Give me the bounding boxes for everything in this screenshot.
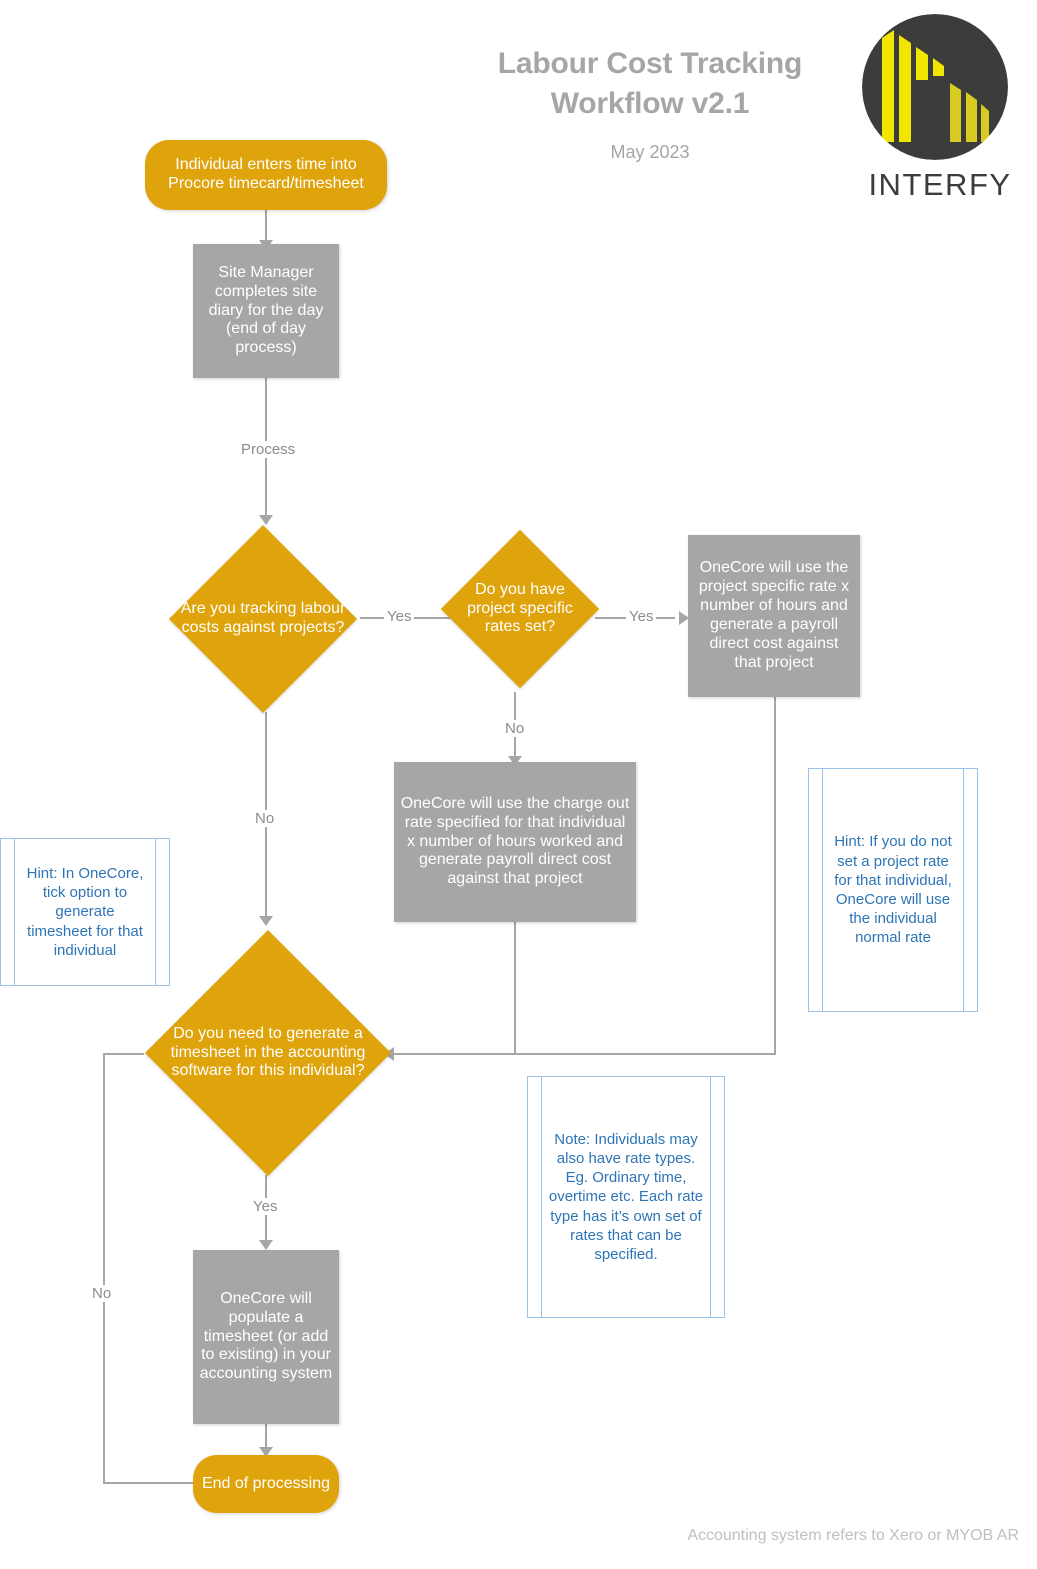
- edge-label-rates-yes: Yes: [626, 608, 657, 625]
- node-site-diary-label: Site Manager completes site diary for th…: [208, 263, 324, 357]
- node-project-rate-cost[interactable]: OneCore will use the project specific ra…: [688, 535, 860, 697]
- edge-label-timesheet-no: No: [89, 1285, 115, 1302]
- callout-hint-right: Hint: If you do not set a project rate f…: [808, 768, 978, 1012]
- callout-note-rate-types: Note: Individuals may also have rate typ…: [527, 1076, 725, 1318]
- arrowhead-rates-no: [508, 756, 522, 766]
- node-decision-project-rates[interactable]: Do you have project specific rates set?: [440, 525, 600, 693]
- edge-label-tracking-yes: Yes: [384, 608, 415, 625]
- edge-label-timesheet-yes: Yes: [250, 1198, 281, 1215]
- node-start-label: Individual enters time into Procore time…: [168, 156, 364, 192]
- interfy-logo: INTERFY: [860, 12, 1020, 217]
- node-decision-tracking[interactable]: Are you tracking labour costs against pr…: [165, 524, 361, 714]
- connector-timesheet-no-v: [103, 1053, 105, 1483]
- page-subtitle: May 2023: [610, 142, 690, 162]
- arrowhead-timesheet-yes: [259, 1240, 273, 1250]
- node-end[interactable]: End of processing: [193, 1455, 339, 1513]
- connector-tracking-yes: [360, 617, 475, 619]
- edge-label-tracking-no: No: [252, 810, 278, 827]
- node-decision-tracking-label: Are you tracking labour costs against pr…: [180, 600, 346, 636]
- node-populate-timesheet[interactable]: OneCore will populate a timesheet (or ad…: [193, 1250, 339, 1424]
- connector-chargeout-left: [393, 1053, 516, 1055]
- footer-note: Accounting system refers to Xero or MYOB…: [687, 1527, 1019, 1544]
- callout-note-rate-types-text: Note: Individuals may also have rate typ…: [548, 1130, 704, 1263]
- arrowhead-rates-yes: [679, 611, 689, 625]
- edge-label-rates-no: No: [502, 720, 528, 737]
- callout-hint-right-text: Hint: If you do not set a project rate f…: [834, 833, 952, 947]
- node-decision-timesheet-label: Do you need to generate a timesheet in t…: [170, 1024, 366, 1080]
- connector-projectrate-down: [774, 697, 776, 1055]
- arrowhead-tracking-no: [259, 916, 273, 926]
- connector-projectrate-left: [514, 1053, 776, 1055]
- arrowhead-sitediary-to-tracking: [259, 515, 273, 525]
- connector-start-to-sitediary: [265, 210, 267, 244]
- node-decision-project-rates-label: Do you have project specific rates set?: [467, 580, 573, 636]
- node-decision-timesheet[interactable]: Do you need to generate a timesheet in t…: [143, 929, 393, 1177]
- page-title-line2: Workflow v2.1: [550, 87, 750, 120]
- arrowhead-populate-to-end: [259, 1447, 273, 1457]
- node-charge-out-rate-cost-label: OneCore will use the charge out rate spe…: [400, 794, 630, 888]
- callout-hint-left-text: Hint: In OneCore, tick option to generat…: [26, 865, 144, 959]
- node-start[interactable]: Individual enters time into Procore time…: [145, 140, 387, 210]
- connector-chargeout-down: [514, 922, 516, 1055]
- page-title: Labour Cost Tracking Workflow v2.1: [420, 44, 880, 124]
- node-populate-timesheet-label: OneCore will populate a timesheet (or ad…: [199, 1289, 333, 1383]
- connector-timesheet-no-h: [103, 1053, 144, 1055]
- edge-label-process: Process: [238, 441, 299, 458]
- interfy-wordmark: INTERFY: [868, 167, 1012, 202]
- callout-hint-left: Hint: In OneCore, tick option to generat…: [0, 838, 170, 986]
- interfy-mark-icon: [860, 12, 1010, 162]
- connector-populate-to-end: [265, 1424, 267, 1452]
- node-project-rate-cost-label: OneCore will use the project specific ra…: [698, 559, 850, 671]
- node-charge-out-rate-cost[interactable]: OneCore will use the charge out rate spe…: [394, 762, 636, 922]
- page-title-line1: Labour Cost Tracking: [497, 47, 803, 80]
- node-site-diary[interactable]: Site Manager completes site diary for th…: [193, 244, 339, 378]
- node-end-label: End of processing: [201, 1474, 331, 1492]
- connector-timesheet-no-to-end: [103, 1482, 207, 1484]
